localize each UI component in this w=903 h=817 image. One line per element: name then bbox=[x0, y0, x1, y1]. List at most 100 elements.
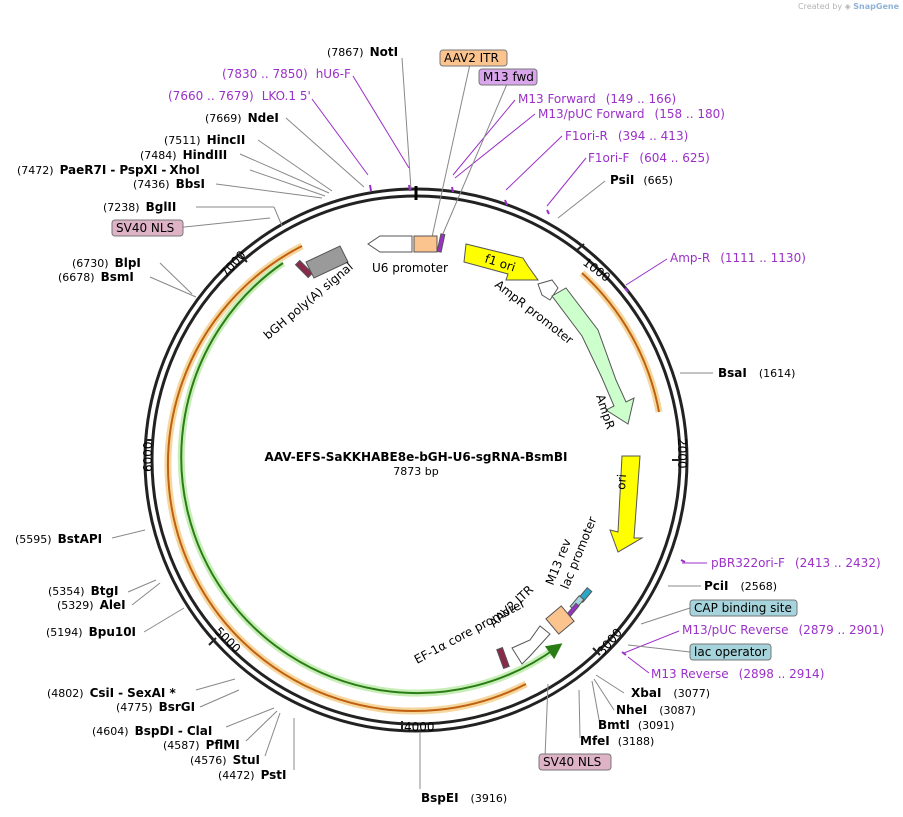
site-bpu10I: (5194)Bpu10I bbox=[46, 625, 136, 639]
primer-mark bbox=[504, 199, 508, 206]
leader-line bbox=[578, 689, 581, 739]
box-leader-lines bbox=[431, 63, 691, 758]
tick-label: 6000 bbox=[141, 441, 155, 472]
ampr-arrow bbox=[551, 287, 635, 425]
site-bspEI: BspEI(3916) bbox=[421, 791, 507, 805]
aav2-itr-tag: AAV2 ITR bbox=[444, 51, 499, 65]
cap-binding-site-tag-box bbox=[689, 599, 798, 617]
tick-mark bbox=[208, 637, 217, 646]
primer-leader bbox=[352, 75, 410, 169]
ef1a-promoter-arrow bbox=[511, 625, 551, 665]
primer-leader bbox=[627, 656, 650, 674]
site-pstI: (4472)PstI bbox=[218, 768, 287, 782]
site-bspDI: (4604)BspDI-ClaI bbox=[92, 724, 212, 738]
f1-ori-arrow bbox=[463, 243, 539, 281]
leader-line bbox=[127, 579, 157, 593]
primer-mark bbox=[546, 209, 550, 215]
m13-fwd-tag: M13 fwd bbox=[483, 70, 534, 84]
leader-line bbox=[199, 689, 240, 708]
tick-label: 4000 bbox=[404, 720, 435, 734]
primer-leader bbox=[546, 157, 587, 207]
lac-operator-tag: lac operator bbox=[694, 645, 767, 659]
site-csiI: (4802)CsiI-SexAI * bbox=[47, 686, 177, 700]
leader-line bbox=[285, 117, 365, 188]
tick-mark bbox=[575, 243, 585, 252]
box-leader bbox=[544, 683, 549, 758]
leader-line bbox=[401, 57, 412, 190]
site-notI: (7867)NotI bbox=[327, 45, 398, 59]
leader-line bbox=[195, 678, 236, 691]
primer-mark bbox=[451, 186, 454, 193]
primer-leader bbox=[311, 98, 369, 176]
cap-binding-site-tag: CAP binding site bbox=[694, 601, 792, 615]
sv40-nls-mark-top bbox=[294, 259, 314, 279]
leader-line bbox=[215, 183, 323, 199]
aav2-itr-tag-box bbox=[439, 49, 508, 67]
u6-promoter-label: U6 promoter bbox=[372, 261, 448, 275]
box-leader bbox=[627, 644, 691, 653]
site-stuI: (4576)StuI bbox=[190, 753, 260, 767]
tick-label: 7000 bbox=[218, 248, 249, 280]
primer-mark bbox=[369, 184, 372, 192]
leader-line bbox=[131, 582, 161, 606]
site-bsrGI: (4775)BsrGI bbox=[116, 700, 195, 714]
leader-line bbox=[225, 707, 275, 728]
sv40-nls-tag-box-top bbox=[111, 219, 184, 237]
primer-m13-puc-forward: M13/pUC Forward(158 .. 180) bbox=[538, 107, 725, 121]
sv40-nls-tag-box-bottom bbox=[538, 753, 612, 771]
site-labels: (7867)NotI PsiI(665) BsaI(1614) PciI(256… bbox=[15, 45, 795, 805]
cds-inner-arc bbox=[177, 260, 559, 697]
snapgene-logo-icon: ◈ bbox=[844, 2, 851, 11]
box-leader bbox=[640, 607, 691, 625]
primer-leader bbox=[454, 113, 536, 179]
leader-line bbox=[149, 276, 197, 298]
bgh-polya-box bbox=[305, 245, 349, 279]
site-bsmI: (6678)BsmI bbox=[58, 270, 134, 284]
credit-created-by: Created by bbox=[798, 2, 843, 11]
cds-arcs bbox=[164, 242, 663, 715]
leader-line bbox=[557, 180, 606, 219]
cds-outer-arc-core bbox=[167, 245, 527, 712]
site-aleI: (5329)AleI bbox=[57, 598, 126, 612]
site-pciI: PciI(2568) bbox=[704, 579, 777, 593]
site-bstAPI: (5595)BstAPI bbox=[15, 532, 102, 546]
primer-f1ori-f: F1ori-F(604 .. 625) bbox=[588, 151, 710, 165]
tick-label: 2000 bbox=[675, 438, 689, 469]
primer-f1ori-r: F1ori-R(394 .. 413) bbox=[565, 129, 688, 143]
ori-arrow bbox=[609, 455, 644, 553]
snapgene-credit: Created by ◈ SnapGene bbox=[798, 2, 899, 11]
boxed-labels: AAV2 ITR M13 fwd SV40 NLS SV40 NLS CAP b… bbox=[111, 49, 798, 771]
box-leader bbox=[441, 83, 508, 237]
plasmid-title: AAV-EFS-SaKKHABE8e-bGH-U6-sgRNA-BsmBI bbox=[265, 450, 568, 464]
leader-line bbox=[595, 674, 625, 694]
site-bglII: (7238)BglII bbox=[103, 200, 176, 214]
primer-mark bbox=[680, 559, 686, 563]
site-btgI: (5354)BtgI bbox=[48, 584, 119, 598]
leader-line bbox=[257, 139, 333, 192]
site-bsaI: BsaI(1614) bbox=[718, 366, 795, 380]
primer-amp-r: Amp-R(1111 .. 1130) bbox=[670, 251, 806, 265]
leader-line bbox=[239, 153, 330, 194]
site-bmtI: BmtI(3091) bbox=[598, 718, 674, 732]
site-hincII: (7511)HincII bbox=[164, 133, 245, 147]
m13-fwd-tag-box bbox=[478, 68, 538, 86]
primer-m13-reverse: M13 Reverse(2898 .. 2914) bbox=[651, 667, 824, 681]
site-psiI: PsiI(665) bbox=[610, 173, 673, 187]
ampr-cds-arc-core bbox=[581, 272, 660, 413]
primer-marks bbox=[369, 184, 686, 656]
primer-hu6-f: (7830 .. 7850)hU6-F bbox=[222, 67, 351, 81]
primer-leader bbox=[623, 630, 680, 654]
site-mfeI: MfeI(3188) bbox=[580, 734, 654, 748]
leader-line bbox=[593, 678, 615, 711]
u6-promoter-arrow bbox=[367, 235, 413, 253]
site-blpI: (6730)BlpI bbox=[72, 256, 141, 270]
box-leader bbox=[431, 63, 471, 238]
cds-inner-arc-core bbox=[180, 262, 563, 695]
leader-line bbox=[264, 712, 281, 757]
primer-labels: (7830 .. 7850)hU6-F (7660 .. 7679)LKO.1 … bbox=[168, 67, 884, 681]
site-ndeI: (7669)NdeI bbox=[205, 111, 279, 125]
leader-line bbox=[273, 206, 283, 227]
m13-fwd-mark bbox=[436, 233, 446, 253]
sv40-nls-tag-bottom: SV40 NLS bbox=[543, 755, 601, 769]
